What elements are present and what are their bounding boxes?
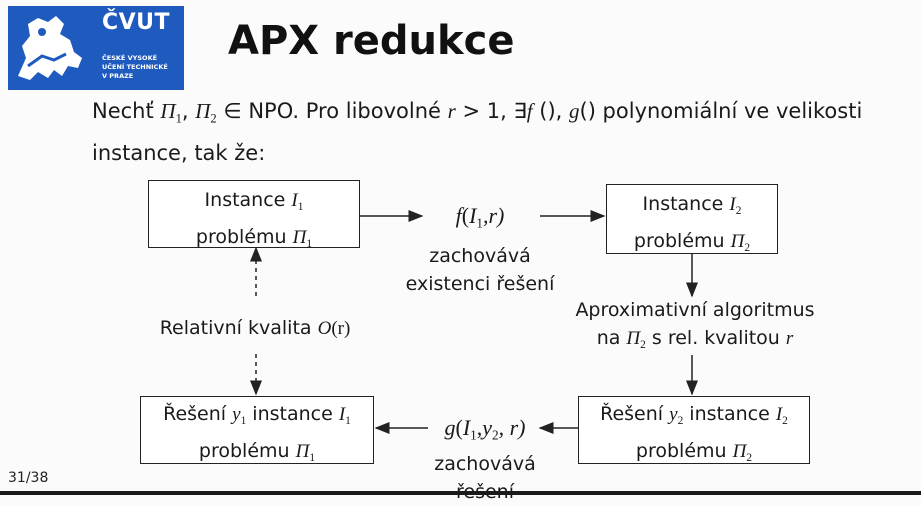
slide-title: APX redukce <box>228 18 515 64</box>
comma: , <box>476 415 483 440</box>
variable-r: r <box>447 99 456 123</box>
variable-I: I <box>291 190 298 211</box>
lion-emblem-icon <box>18 16 82 80</box>
subscript: 1 <box>309 451 316 464</box>
g-expression: g(I1,y2, r) <box>420 414 550 450</box>
variable-y: y <box>669 404 678 425</box>
box-line: Instance I1 <box>149 185 359 222</box>
box-line: Řešení y1 instance I1 <box>141 399 373 436</box>
box-text: Řešení <box>163 403 233 425</box>
function-f: f <box>526 99 533 123</box>
f-caption: zachovává existenci řešení <box>380 242 580 298</box>
caption-line: zachovává <box>429 245 531 267</box>
subscript: 1 <box>476 215 483 231</box>
subscript: 1 <box>175 111 182 126</box>
subscript: 1 <box>306 237 313 250</box>
variable-y: y <box>482 415 493 440</box>
pi-symbol: Π <box>730 230 745 252</box>
intro-text: ∈ NPO. Pro libovolné <box>216 99 448 123</box>
subscript: 2 <box>744 241 751 254</box>
g-caption: zachovává řešení <box>385 450 585 506</box>
logo-wordmark: ČVUT <box>102 10 171 35</box>
box-line: problému Π1 <box>141 436 373 473</box>
pi-symbol: Π <box>626 328 641 349</box>
box-text: instance <box>683 403 776 425</box>
paren: ( <box>461 203 470 228</box>
logo-text: ČVUT ČESKÉ VYSOKÉ UČENÍ TECHNICKÉ V PRAZ… <box>98 6 184 90</box>
function-f: f <box>455 203 462 228</box>
box-line: problému Π2 <box>579 436 809 473</box>
pi-symbol: Π <box>732 440 747 462</box>
box-text: problému <box>198 439 296 462</box>
intro-text: Nechť <box>92 99 161 123</box>
bottom-bar <box>0 491 921 495</box>
subscript: 2 <box>677 414 684 427</box>
expr-rest: (r) <box>331 318 351 339</box>
subscript: 1 <box>470 427 477 443</box>
pi-symbol: Π <box>295 440 310 462</box>
caption-text: na <box>596 327 627 349</box>
intro-text: (), <box>532 99 569 123</box>
pi-symbol: Π <box>160 99 176 123</box>
instance-i2-box: Instance I2 problému Π2 <box>606 184 778 254</box>
caption-line: Aproximativní algoritmus <box>575 299 815 321</box>
logo-line: ČESKÉ VYSOKÉ <box>102 54 158 62</box>
logo-line: V PRAZE <box>102 72 134 80</box>
variable-I: I <box>469 203 477 228</box>
box-line: Instance I2 <box>607 189 777 226</box>
box-text: problému <box>195 225 293 248</box>
f-expression: f(I1,r) <box>410 202 550 238</box>
box-text: Instance <box>204 189 292 211</box>
page-number: 31/38 <box>8 470 49 486</box>
caption-line: na Π2 s rel. kvalitou r <box>540 324 850 359</box>
diagram-arrows <box>250 210 698 434</box>
subscript: 2 <box>735 204 742 217</box>
instance-i1-box: Instance I1 problému Π1 <box>148 180 360 250</box>
caption-text: s rel. kvalitou <box>645 327 786 349</box>
box-line: problému Π2 <box>607 226 777 263</box>
intro-text: () polynomiální ve velikosti instance, t… <box>92 99 863 166</box>
subscript: 1 <box>240 414 247 427</box>
subscript: 2 <box>492 427 499 443</box>
caption-line: existenci řešení <box>405 273 555 295</box>
intro-text: , <box>181 99 196 123</box>
subscript: 2 <box>746 451 753 464</box>
intro-paragraph: Nechť Π1, Π2 ∈ NPO. Pro libovolné r > 1,… <box>92 94 907 171</box>
paren: ( <box>455 415 463 440</box>
box-line: Řešení y2 instance I2 <box>579 399 809 436</box>
intro-text: > 1, ∃ <box>455 99 527 123</box>
box-text: Instance <box>642 193 730 215</box>
variable-I: I <box>729 194 736 215</box>
subscript: 1 <box>297 200 304 213</box>
box-text: problému <box>633 229 731 252</box>
expr-rest: ,r) <box>482 203 505 228</box>
variable-r: r <box>785 328 794 349</box>
variable-y: y <box>232 404 241 425</box>
big-o: O <box>317 318 332 339</box>
box-line: problému Π1 <box>149 222 359 259</box>
caption-text: Relativní kvalita <box>159 317 318 339</box>
variable-I: I <box>775 404 783 425</box>
function-g: g <box>444 415 456 440</box>
subscript: 1 <box>345 414 351 427</box>
pi-symbol: Π <box>195 99 211 123</box>
subscript: 2 <box>640 338 646 351</box>
function-g: g <box>569 99 580 123</box>
solution-y1-box: Řešení y1 instance I1 problému Π1 <box>140 396 374 464</box>
variable-I: I <box>338 404 346 425</box>
solution-y2-box: Řešení y2 instance I2 problému Π2 <box>578 396 810 464</box>
pi-symbol: Π <box>292 226 307 248</box>
subscript: 2 <box>782 414 788 427</box>
subscript: 2 <box>210 111 217 126</box>
box-text: problému <box>635 439 733 462</box>
relative-quality-label: Relativní kvalita O(r) <box>130 314 380 343</box>
expr-rest: , r) <box>498 415 526 440</box>
logo-line: UČENÍ TECHNICKÉ <box>102 63 168 71</box>
caption-line: zachovává <box>434 453 536 475</box>
variable-I: I <box>462 415 471 440</box>
box-text: instance <box>246 403 339 425</box>
approx-caption: Aproximativní algoritmus na Π2 s rel. kv… <box>540 296 850 359</box>
box-text: Řešení <box>600 403 670 425</box>
